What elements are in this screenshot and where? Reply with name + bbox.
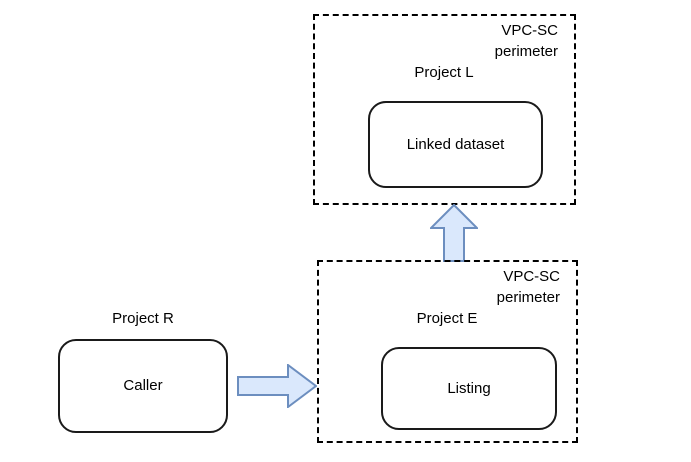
node-linked-dataset-label: Linked dataset (406, 135, 505, 153)
perimeter-label-upper: VPC-SC perimeter (494, 22, 558, 60)
arrow-up-icon (430, 204, 478, 262)
node-listing[interactable]: Listing (381, 347, 557, 430)
project-label-r: Project R (112, 310, 174, 327)
node-listing-label: Listing (447, 379, 491, 397)
vpc-sc-perimeter-project-l (313, 14, 576, 205)
project-label-e: Project E (416, 310, 478, 327)
arrow-right-icon (237, 364, 317, 408)
project-label-l: Project L (414, 64, 474, 81)
vpc-sc-perimeter-project-e (317, 260, 578, 443)
node-caller[interactable]: Caller (58, 339, 228, 433)
perimeter-label-lower: VPC-SC perimeter (496, 268, 560, 306)
node-linked-dataset[interactable]: Linked dataset (368, 101, 543, 188)
node-caller-label: Caller (123, 377, 163, 394)
